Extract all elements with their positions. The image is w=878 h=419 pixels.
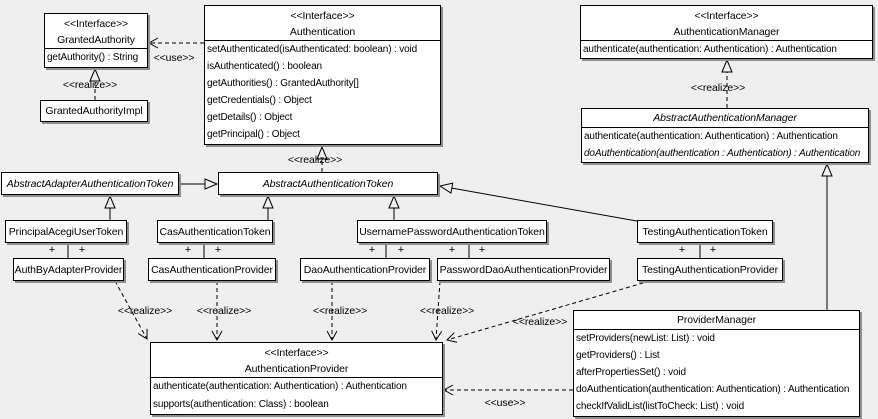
class-abstract-authentication-token: AbstractAuthenticationToken	[218, 172, 438, 195]
class-cas-authentication-provider: CasAuthenticationProvider	[148, 258, 276, 281]
realize-label: <<realize>>	[512, 316, 568, 328]
assoc-plus: +	[478, 244, 486, 256]
assoc-plus: +	[397, 244, 405, 256]
method: getPrincipal() : Object	[207, 129, 300, 140]
method: doAuthentication(authentication: Authent…	[576, 384, 850, 395]
class-name: CasAuthenticationToken	[159, 225, 271, 238]
class-name: AbstractAuthenticationToken	[262, 177, 394, 190]
assoc-plus: +	[48, 244, 56, 256]
assoc-plus: +	[214, 244, 222, 256]
method: authenticate(authentication: Authenticat…	[583, 44, 837, 55]
class-name: GrantedAuthority	[57, 34, 135, 46]
class-testing-authentication-provider: TestingAuthenticationProvider	[637, 258, 783, 281]
method: authenticate(authentication: Authenticat…	[584, 131, 838, 142]
class-abstract-authentication-manager: AbstractAuthenticationManager authentica…	[581, 108, 869, 163]
realize-label: <<realize>>	[419, 305, 475, 317]
assoc-plus: +	[184, 244, 192, 256]
method: setProviders(newList: List) : void	[576, 333, 715, 344]
class-provider-manager: ProviderManager setProviders(newList: Li…	[573, 310, 860, 417]
stereotype-label: <<Interface>>	[63, 18, 129, 30]
class-name: TestingAuthenticationProvider	[641, 263, 778, 276]
method: getDetails() : Object	[207, 112, 293, 123]
class-dao-authentication-provider: DaoAuthenticationProvider	[300, 258, 430, 281]
class-granted-authority-impl: GrantedAuthorityImpl	[40, 100, 148, 122]
class-name: UsernamePasswordAuthenticationToken	[359, 225, 545, 238]
class-principal-acegi-user-token: PrincipalAcegiUserToken	[5, 220, 127, 243]
method: checkIfValidList(listToCheck: List) : vo…	[576, 401, 745, 412]
realize-label: <<realize>>	[117, 305, 173, 317]
method: getProviders() : List	[576, 350, 660, 361]
assoc-plus: +	[709, 244, 717, 256]
method: getAuthorities() : GrantedAuthority[]	[207, 78, 359, 89]
class-testing-authentication-token: TestingAuthenticationToken	[637, 220, 773, 243]
class-name: PrincipalAcegiUserToken	[8, 225, 124, 238]
class-name: GrantedAuthorityImpl	[45, 105, 143, 117]
class-name: AuthenticationProvider	[244, 363, 349, 375]
method: getAuthority() : String	[47, 52, 139, 63]
class-authentication-provider: <<Interface>> AuthenticationProvider aut…	[150, 342, 443, 415]
edge-gen-testingtoken	[440, 186, 638, 222]
method: isAuthenticated() : boolean	[207, 61, 322, 72]
class-password-dao-authentication-provider: PasswordDaoAuthenticationProvider	[437, 258, 610, 281]
class-username-password-authentication-token: UsernamePasswordAuthenticationToken	[357, 220, 547, 243]
divider	[574, 329, 859, 330]
assoc-plus: +	[78, 244, 86, 256]
use-label: <<use>>	[153, 52, 195, 64]
method: authenticate(authentication: Authenticat…	[153, 381, 407, 392]
assoc-plus: +	[448, 244, 456, 256]
class-abstract-adapter-authentication-token: AbstractAdapterAuthenticationToken	[1, 172, 179, 195]
class-name: DaoAuthenticationProvider	[303, 263, 427, 276]
class-cas-authentication-token: CasAuthenticationToken	[157, 220, 273, 243]
realize-label: <<realize>>	[196, 305, 252, 317]
divider	[205, 40, 440, 41]
class-name: AuthByAdapterProvider	[14, 263, 123, 276]
class-name: AbstractAuthenticationManager	[653, 112, 797, 124]
stereotype-label: <<Interface>>	[290, 10, 355, 22]
use-label: <<use>>	[484, 397, 526, 409]
divider	[581, 40, 872, 41]
method: setAuthenticated(isAuthenticated: boolea…	[207, 44, 418, 55]
class-name: PasswordDaoAuthenticationProvider	[439, 263, 608, 276]
class-name: TestingAuthenticationToken	[642, 225, 768, 238]
realize-label: <<realize>>	[287, 154, 343, 166]
class-authentication: <<Interface>> Authentication setAuthenti…	[204, 5, 441, 145]
method: afterPropertiesSet() : void	[576, 367, 686, 378]
assoc-plus: +	[368, 244, 376, 256]
realize-label: <<realize>>	[312, 305, 368, 317]
class-name: CasAuthenticationProvider	[151, 263, 273, 276]
class-name: AuthenticationManager	[673, 26, 780, 38]
class-name: ProviderManager	[676, 314, 757, 326]
class-granted-authority: <<Interface>> GrantedAuthority getAuthor…	[44, 13, 148, 68]
class-auth-by-adapter-provider: AuthByAdapterProvider	[13, 258, 124, 281]
class-authentication-manager: <<Interface>> AuthenticationManager auth…	[580, 5, 873, 59]
divider	[45, 48, 147, 49]
assoc-plus: +	[678, 244, 686, 256]
method-abstract: doAuthentication(authentication : Authen…	[584, 148, 861, 159]
method: getCredentials() : Object	[207, 95, 312, 106]
stereotype-label: <<Interface>>	[694, 10, 759, 22]
realize-label: <<realize>>	[690, 82, 746, 94]
realize-label: <<realize>>	[62, 79, 118, 91]
method: supports(authentication: Class) : boolea…	[153, 399, 329, 410]
divider	[151, 377, 442, 378]
class-name: AbstractAdapterAuthenticationToken	[6, 177, 174, 190]
class-name: Authentication	[289, 26, 356, 38]
stereotype-label: <<Interface>>	[264, 347, 329, 359]
divider	[582, 127, 868, 128]
